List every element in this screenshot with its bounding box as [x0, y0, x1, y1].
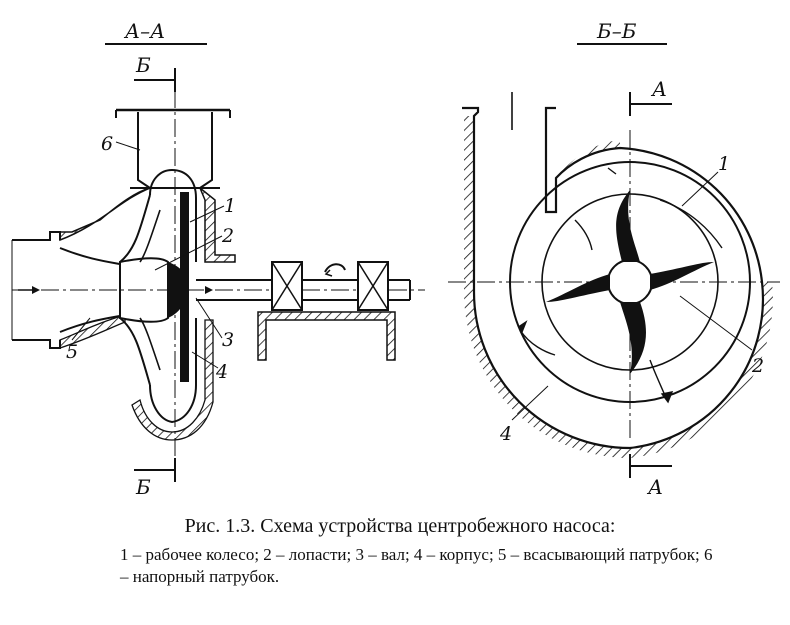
callout-6: 6: [101, 133, 113, 155]
figure-caption: Рис. 1.3. Схема устройства центробежного…: [0, 515, 790, 588]
svg-text:А: А: [650, 77, 667, 101]
cut-mark-bottom-left: Б: [134, 458, 176, 499]
caption-legend: 1 – рабочее колесо; 2 – лопасти; 3 – вал…: [120, 545, 713, 586]
callout-1-left: 1: [224, 195, 236, 217]
bearing-1: [271, 261, 303, 311]
shaft-hub-right: [607, 259, 653, 305]
callout-4-right: 4: [499, 423, 512, 445]
svg-text:Б: Б: [135, 53, 151, 77]
cut-mark-top-right: А: [629, 77, 672, 116]
svg-text:А: А: [646, 475, 663, 499]
pump-diagram: А–А Б Б: [11, 19, 780, 499]
callout-4-left: 4: [215, 361, 228, 383]
callout-5: 5: [66, 341, 78, 363]
svg-text:Б: Б: [135, 475, 151, 499]
cut-mark-top-left: Б: [134, 53, 176, 92]
callouts-right: 1 2 4: [499, 153, 764, 445]
callouts-left: 6 1 2 3 4 5: [66, 133, 236, 383]
impeller-disk: [180, 192, 189, 382]
impeller-blades: [546, 190, 714, 374]
discharge-pipe: [115, 108, 231, 189]
callout-2-left: 2: [221, 225, 234, 247]
section-b-b-view: Б–Б А А: [448, 19, 780, 499]
caption-title: Рис. 1.3. Схема устройства центробежного…: [184, 515, 616, 537]
flow-arrows: [519, 167, 723, 404]
volute-casing: [462, 92, 773, 458]
bearing-2: [357, 261, 389, 311]
section-a-a-view: А–А Б Б: [11, 19, 425, 499]
callout-1-right: 1: [718, 153, 730, 175]
view-title-left: А–А: [123, 19, 165, 43]
bearing-support: [257, 311, 396, 361]
callout-3: 3: [222, 329, 234, 351]
view-title-right: Б–Б: [596, 19, 637, 43]
impeller-outer-ring: [509, 161, 751, 403]
cut-mark-bottom-right: А: [629, 454, 672, 499]
callout-2-right: 2: [751, 355, 764, 377]
casing-upper: [59, 187, 151, 242]
casing-lower: [131, 319, 214, 441]
